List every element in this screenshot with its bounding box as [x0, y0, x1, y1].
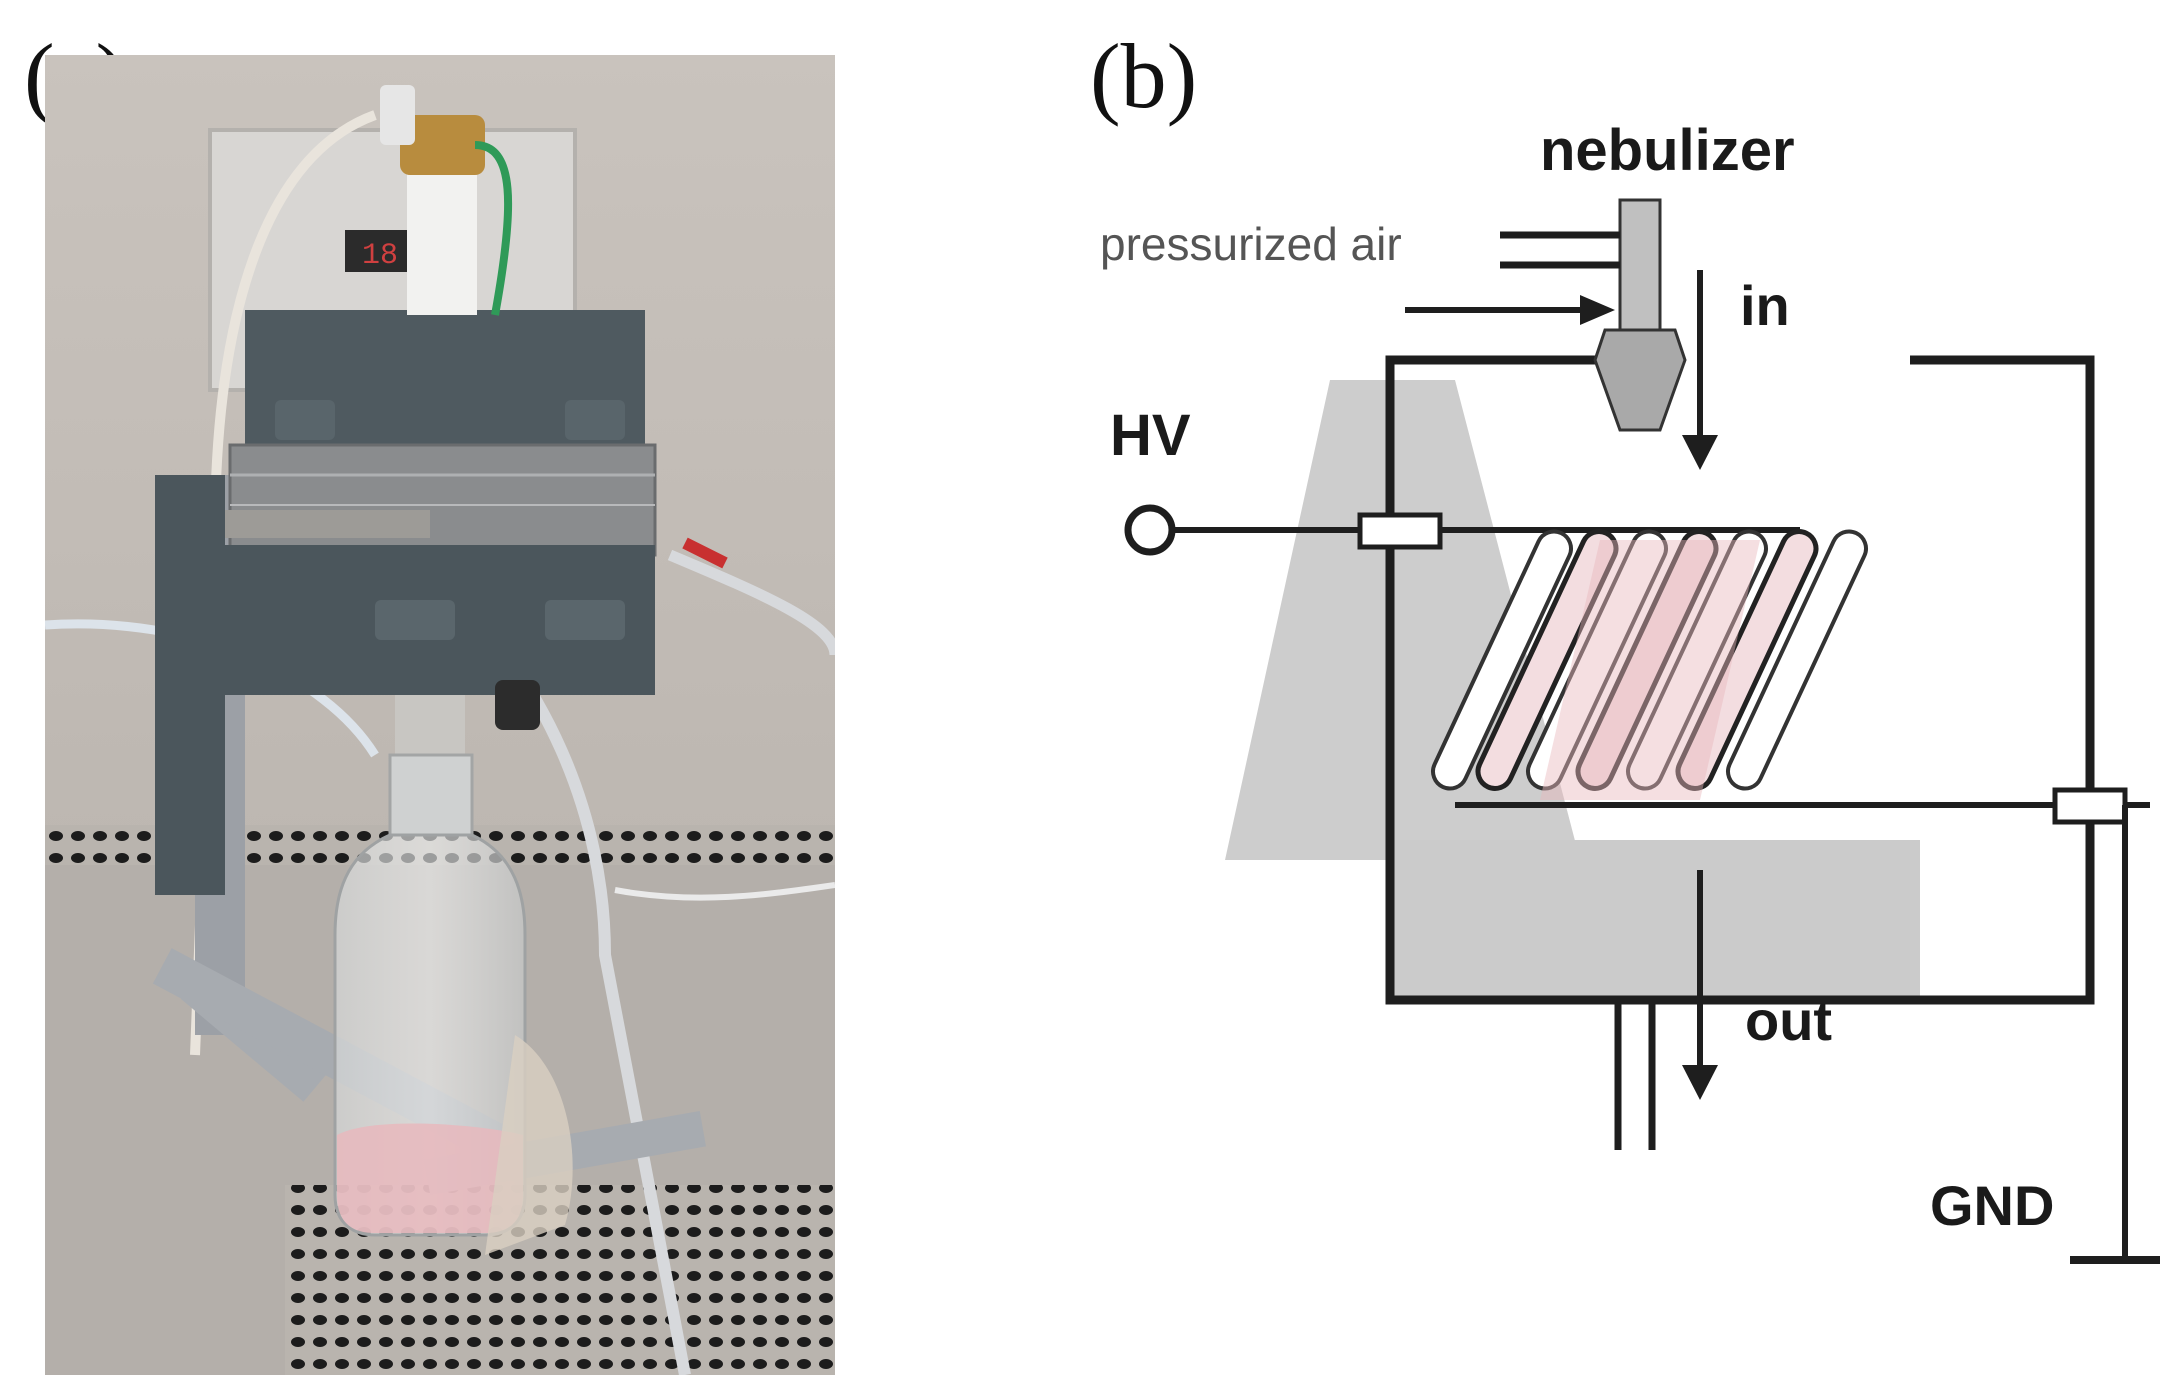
red-connector: [682, 537, 728, 569]
digital-display: [345, 230, 415, 272]
liquid-pool: [1390, 840, 1920, 1000]
chamber-wall: [1385, 355, 2095, 1005]
electrode-clip: [200, 510, 430, 538]
cable-right: [667, 549, 835, 656]
pressurized-air-label: pressurized air: [1100, 218, 1402, 270]
air-arrow-head: [1580, 295, 1615, 325]
apparatus-photo: 18: [45, 55, 835, 1375]
electrode-rod: [1675, 529, 1819, 791]
in-arrow-head: [1682, 435, 1718, 470]
nebulizer-label: nebulizer: [1540, 118, 1795, 183]
panel-label-b: (b): [1090, 25, 1198, 127]
pink-medium: [337, 1123, 523, 1233]
nebulizer-nozzle: [1593, 328, 1687, 432]
paper-towel: [485, 1035, 573, 1255]
outlet-valve: [495, 680, 540, 730]
air-inlet: [380, 85, 415, 145]
in-label: in: [1740, 274, 1790, 337]
clamp-knob-3: [375, 600, 455, 640]
hv-feedthrough: [1357, 512, 1443, 550]
bottle-neck: [388, 753, 474, 837]
gnd-label: GND: [1930, 1174, 2054, 1237]
electrode-stack: [228, 443, 657, 557]
brass-fitting: [400, 115, 485, 175]
clamp-knob-4: [545, 600, 625, 640]
electrode-rod: [1626, 529, 1768, 791]
nebulizer-tube: [1618, 198, 1662, 332]
display-digits: 18: [362, 239, 398, 273]
electrode-rod: [1726, 529, 1868, 791]
electrode-rod: [1526, 529, 1668, 791]
out-arrow-head: [1682, 1065, 1718, 1100]
nebulizer-body: [407, 165, 477, 315]
out-label: out: [1745, 989, 1832, 1052]
electrode-rod: [1475, 529, 1619, 791]
gnd-feedthrough: [2052, 787, 2128, 825]
schematic-diagram: nebulizer pressurized air in HV out GND: [1100, 118, 2160, 1264]
hv-label: HV: [1110, 403, 1191, 468]
tube-thin: [614, 882, 835, 901]
electrode-array: [1431, 529, 1868, 791]
electrode-rod: [1575, 529, 1719, 791]
clamp-knob-1: [275, 400, 335, 440]
green-tube: [474, 141, 513, 316]
clamp-knob-2: [565, 400, 625, 440]
cell-suspension: [1540, 540, 1760, 800]
outlet-funnel: [395, 695, 465, 765]
tube-left: [190, 110, 377, 1056]
hv-terminal: [1124, 504, 1176, 556]
side-bracket: [155, 475, 225, 895]
electrode-rod: [1431, 529, 1573, 791]
